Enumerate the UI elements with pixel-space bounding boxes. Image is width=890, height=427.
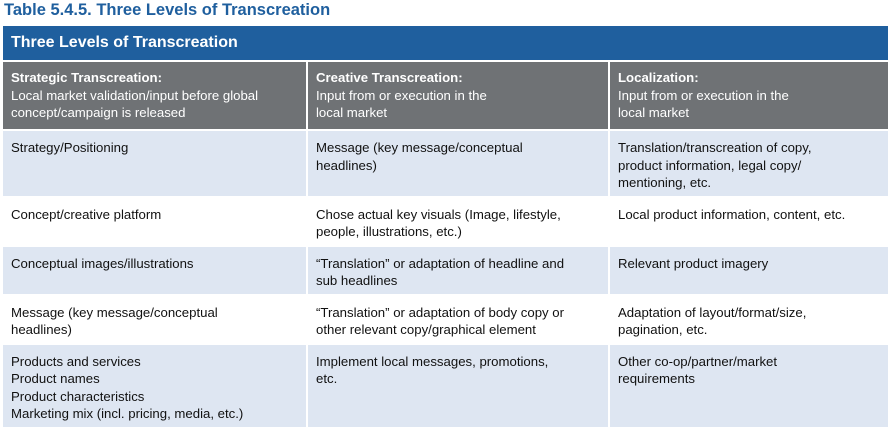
table-banner: Three Levels of Transcreation [3, 26, 888, 60]
header-title: Localization: [618, 70, 699, 85]
table-row: Strategy/Positioning Message (key messag… [3, 129, 888, 197]
cell-line: Chose actual key visuals (Image, lifesty… [316, 206, 561, 222]
table-cell: Implement local messages, promotions, et… [306, 342, 609, 427]
header-line: local market [618, 105, 690, 120]
table-cell: Other co-op/partner/market requirements [608, 342, 888, 427]
cell-line: Product characteristics [11, 388, 145, 404]
cell-line: Products and services [11, 353, 141, 369]
cell-line: Message (key message/conceptual [316, 140, 523, 155]
table-row: Message (key message/conceptual headline… [3, 293, 888, 344]
header-line: Input from or execution in the [618, 87, 789, 103]
table-cell: “Translation” or adaptation of body copy… [306, 293, 609, 344]
cell-line: Conceptual images/illustrations [11, 255, 194, 271]
cell-line: Marketing mix (incl. pricing, media, etc… [11, 406, 244, 421]
cell-line: sub headlines [316, 273, 398, 288]
cell-line: Adaptation of layout/format/size, [618, 304, 807, 320]
table-cell: Local product information, content, etc. [608, 195, 888, 246]
cell-line: pagination, etc. [618, 322, 708, 337]
header-line: local market [316, 105, 388, 120]
cell-line: Implement local messages, promotions, [316, 353, 549, 369]
table-cell: Concept/creative platform [3, 195, 307, 246]
table-cell: Message (key message/conceptual headline… [306, 129, 609, 197]
cell-line: etc. [316, 371, 338, 386]
table-cell: Translation/transcreation of copy, produ… [608, 129, 888, 197]
table-cell: Adaptation of layout/format/size, pagina… [608, 293, 888, 344]
cell-line: Other co-op/partner/market [618, 353, 778, 369]
cell-line: mentioning, etc. [618, 175, 712, 190]
cell-line: headlines) [316, 157, 377, 173]
header-line: concept/campaign is released [11, 105, 186, 120]
table-caption: Table 5.4.5. Three Levels of Transcreati… [4, 1, 331, 19]
header-line: Input from or execution in the [316, 87, 487, 103]
table-row: Products and services Product names Prod… [3, 342, 888, 427]
table-row: Conceptual images/illustrations “Transla… [3, 244, 888, 295]
cell-line: product information, legal copy/ [618, 157, 802, 173]
cell-line: people, illustrations, etc.) [316, 224, 462, 239]
cell-line: Strategy/Positioning [11, 140, 129, 155]
cell-line: “Translation” or adaptation of body copy… [316, 304, 565, 320]
header-row: Strategic Transcreation: Local market va… [3, 60, 888, 130]
cell-line: headlines) [11, 322, 72, 337]
table-cell: Relevant product imagery [608, 244, 888, 295]
cell-line: other relevant copy/graphical element [316, 322, 536, 337]
cell-line: Product names [11, 371, 100, 386]
table-cell: “Translation” or adaptation of headline … [306, 244, 609, 295]
cell-line: Local product information, content, etc. [618, 206, 846, 222]
header-localization: Localization: Input from or execution in… [608, 60, 888, 130]
table-cell: Message (key message/conceptual headline… [3, 293, 307, 344]
transcreation-table: Three Levels of Transcreation Strategic … [3, 26, 888, 427]
cell-line: Message (key message/conceptual [11, 304, 218, 320]
cell-line: Relevant product imagery [618, 255, 769, 271]
cell-line: Translation/transcreation of copy, [618, 140, 812, 155]
header-creative: Creative Transcreation: Input from or ex… [306, 60, 609, 130]
cell-line: “Translation” or adaptation of headline … [316, 255, 565, 271]
table-cell: Products and services Product names Prod… [3, 342, 307, 427]
header-title: Creative Transcreation: [316, 70, 463, 85]
header-strategic: Strategic Transcreation: Local market va… [3, 60, 307, 130]
table-row: Concept/creative platform Chose actual k… [3, 195, 888, 246]
header-title: Strategic Transcreation: [11, 70, 162, 85]
table-body: Strategic Transcreation: Local market va… [3, 60, 888, 427]
header-line: Local market validation/input before glo… [11, 87, 259, 103]
table-cell: Chose actual key visuals (Image, lifesty… [306, 195, 609, 246]
cell-line: Concept/creative platform [11, 206, 162, 222]
cell-line: requirements [618, 371, 695, 386]
table-cell: Conceptual images/illustrations [3, 244, 307, 295]
table-cell: Strategy/Positioning [3, 129, 307, 197]
